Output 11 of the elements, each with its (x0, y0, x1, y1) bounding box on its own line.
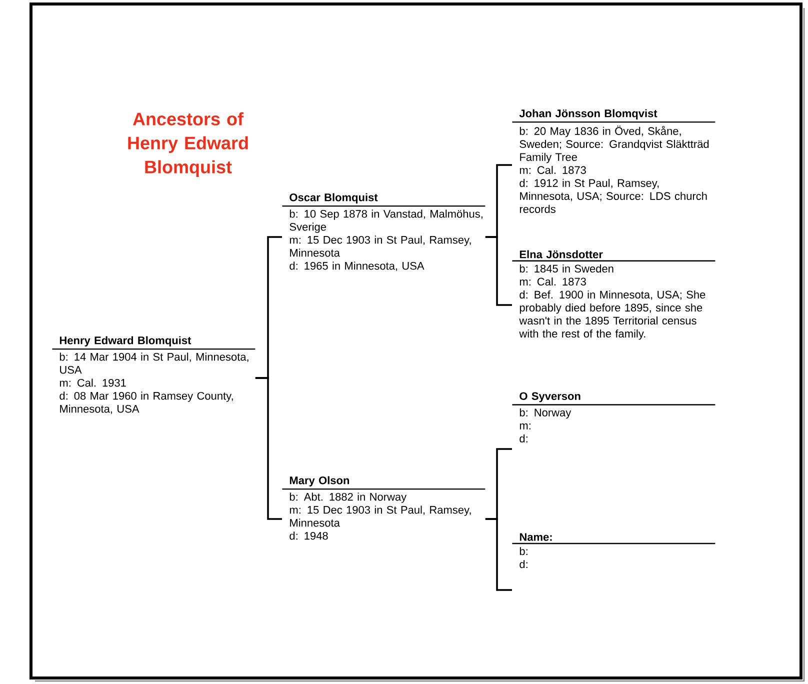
bracket-connector (485, 236, 512, 306)
bracket-connector (255, 377, 282, 520)
person-entry: Henry Edward Blomquist b: 14 Mar 1904 in St Paul, Minnesota, USA m: Cal. 1931 d: 08 Mar 1960 in Ramsey County, Minnesota, USA (52, 336, 256, 414)
person-entry: Johan Jönsson Blomqvist b: 20 May 1836 in Öved, Skåne, Sweden; Source: Grandqvist Släktträd Family Tree m: Cal. 1873 d: 1912 in St Paul, Ramsey, Minnesota, USA; Source: LDS church records (512, 109, 716, 213)
person-entry: Name: b: d: (512, 533, 716, 568)
person-entry: Elna Jönsdotter b: 1845 in Sweden m: Cal. 1873 d: Bef. 1900 in Minnesota, USA; She probably died before 1895, since she wasn't in the 1895 Territorial census with the rest of the family. (512, 250, 716, 340)
bracket-connector (485, 518, 512, 591)
person-entry: Oscar Blomquist b: 10 Sep 1878 in Vanstad, Malmöhus, Sverige m: 15 Dec 1903 in St Paul, Ramsey, Minnesota d: 1965 in Minnesota, USA (282, 193, 486, 272)
chart-title: Ancestors of Henry Edward Blomquist (128, 112, 248, 177)
person-entry: Mary Olson b: Abt. 1882 in Norway m: 15 Dec 1903 in St Paul, Ramsey, Minnesota d: 1948 (282, 476, 486, 540)
person-entry: O Syverson b: Norway m: d: (512, 392, 716, 442)
